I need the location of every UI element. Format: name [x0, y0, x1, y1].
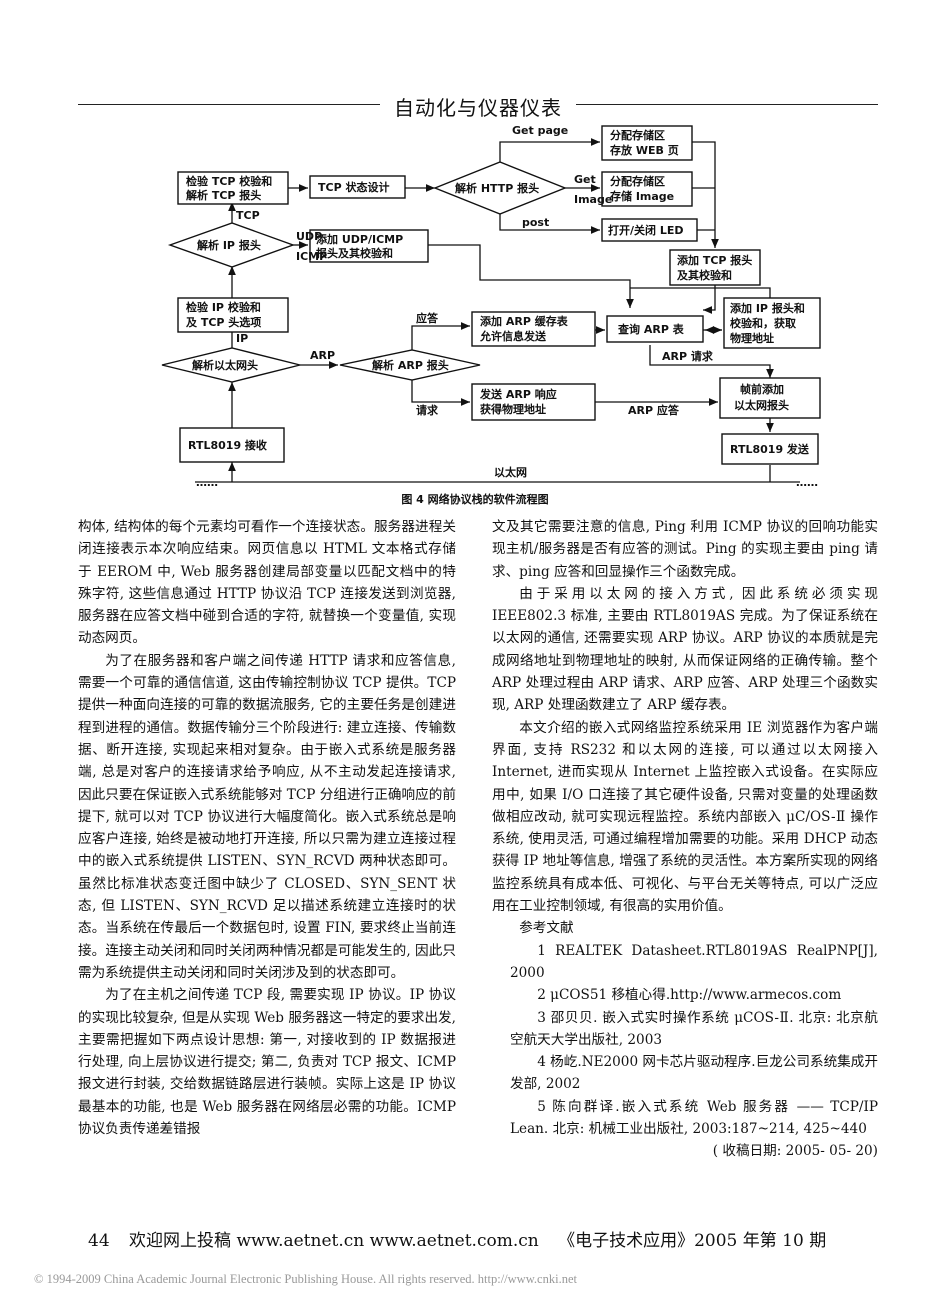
edge-label-arp: ARP: [310, 349, 335, 362]
led-label: 打开/关闭 LED: [608, 223, 684, 237]
copyright-notice: © 1994-2009 China Academic Journal Elect…: [34, 1272, 577, 1286]
left-column: 构体, 结构体的每个元素均可看作一个连接状态。服务器进程关闭连接表示本次响应结束…: [78, 516, 456, 1140]
edge-label-ethernet: 以太网: [494, 465, 527, 479]
parse-http-diamond: [433, 161, 567, 215]
add-udp-label-2: 报头及其校验和: [316, 246, 393, 260]
edge-label-dots-left: ……: [196, 476, 218, 489]
parse-http-label: 解析 HTTP 报头: [455, 181, 539, 195]
add-ethernet-label-1: 帧前添加: [740, 382, 784, 396]
left-paragraph-3: 为了在主机之间传递 TCP 段, 需要实现 IP 协议。IP 协议的实现比较复杂…: [78, 987, 456, 1138]
add-ethernet-label-2: 以太网报头: [734, 398, 789, 412]
edge-label-arp-answer: ARP 应答: [628, 403, 680, 417]
reference-item: 1 REALTEK Datasheet.RTL8019AS RealPNP[J]…: [510, 942, 878, 981]
running-header: 自动化与仪器仪表: [78, 92, 878, 120]
send-arp-box: [471, 383, 596, 421]
add-ip-label-2: 校验和，获取: [730, 316, 796, 330]
reference-item: 4 杨屹.NE2000 网卡芯片驱动程序.巨龙公司系统集成开发部, 2002: [510, 1054, 878, 1093]
check-ip-box: [177, 297, 289, 333]
alloc-image-box: [601, 171, 693, 207]
alloc-image-label-2: 存储 Image: [610, 189, 674, 203]
send-arp-label-2: 获得物理地址: [480, 402, 546, 416]
tcp-state-label: TCP 状态设计: [318, 180, 389, 194]
add-udp-label-1: 添加 UDP/ICMP: [316, 232, 403, 246]
page-number: 44: [88, 1231, 110, 1251]
check-tcp-box: [177, 171, 289, 205]
add-arp-cache-label-1: 添加 ARP 缓存表: [480, 314, 569, 328]
submission-links: 欢迎网上投稿 www.aetnet.cn www.aetnet.com.cn: [129, 1231, 539, 1251]
flowchart-connectors: [195, 138, 800, 483]
edge-label-icmp: ICMP: [296, 250, 327, 263]
alloc-image-label-1: 分配存储区: [610, 174, 665, 188]
check-tcp-label-2: 解析 TCP 报头: [186, 188, 261, 202]
add-tcp-label-1: 添加 TCP 报头: [677, 253, 752, 267]
alloc-web-label-2: 存放 WEB 页: [610, 143, 679, 157]
check-tcp-label-1: 检验 TCP 校验和: [186, 174, 272, 188]
edge-label-get-page: Get page: [512, 124, 568, 137]
add-arp-cache-label-2: 允许信息发送: [479, 329, 547, 343]
tcp-state-box: [309, 175, 406, 199]
query-arp-label: 查询 ARP 表: [618, 322, 685, 336]
add-ip-box: [723, 297, 821, 349]
edge-label-get: Get: [574, 173, 596, 186]
add-tcp-box: [669, 249, 761, 286]
check-ip-label-2: 及 TCP 头选项: [186, 315, 261, 329]
right-paragraph-1: 由于采用以太网的接入方式, 因此系统必须实现 IEEE802.3 标准, 主要由…: [492, 585, 878, 714]
header-rule-right: [576, 104, 878, 105]
led-box: [601, 218, 698, 242]
left-paragraph-1: 构体, 结构体的每个元素均可看作一个连接状态。服务器进程关闭连接表示本次响应结束…: [78, 519, 456, 647]
reference-item: 5 陈向群译.嵌入式系统 Web 服务器 —— TCP/IP Lean. 北京:…: [510, 1098, 878, 1138]
edge-label-answer: 应答: [416, 311, 439, 325]
reference-item: 3 邵贝贝. 嵌入式实时操作系统 μCOS-Ⅱ. 北京: 北京航空航天大学出版社…: [510, 1009, 878, 1048]
journal-issue: 《电子技术应用》2005 年第 10 期: [558, 1231, 827, 1251]
edge-label-tcp: TCP: [236, 209, 260, 222]
add-arp-cache-box: [471, 311, 596, 347]
header-rule-left: [78, 104, 380, 105]
parse-ip-diamond: [167, 222, 296, 268]
alloc-web-box: [601, 125, 693, 161]
edge-label-ip: IP: [236, 332, 248, 345]
rtl8019-rx-box: [179, 427, 285, 463]
left-paragraph-2: 为了在服务器和客户端之间传递 HTTP 请求和应答信息, 需要一个可靠的通信信道…: [78, 652, 456, 981]
references-title: 参考文献: [519, 920, 574, 937]
add-ip-label-3: 物理地址: [730, 331, 774, 345]
edge-label-arp-request: ARP 请求: [662, 349, 714, 363]
parse-ip-label: 解析 IP 报头: [197, 238, 261, 252]
add-ip-label-1: 添加 IP 报头和: [730, 301, 805, 315]
rtl8019-tx-box: [721, 433, 819, 465]
parse-ethernet-diamond: [161, 347, 301, 383]
check-ip-label-1: 检验 IP 校验和: [186, 300, 261, 314]
figure-caption: 图 4 网络协议栈的软件流程图: [401, 493, 549, 506]
add-ethernet-box: [719, 377, 821, 419]
right-paragraph-continuation: 文及其它需要注意的信息, Ping 利用 ICMP 协议的回响功能实现主机/服务…: [492, 519, 878, 580]
rtl8019-rx-label: RTL8019 接收: [188, 438, 267, 452]
reference-item: 2 μCOS51 移植心得.http://www.armecos.com: [537, 987, 842, 1004]
parse-ethernet-label: 解析以太网头: [192, 358, 258, 372]
parse-arp-diamond: [339, 349, 481, 381]
edge-label-post: post: [522, 216, 549, 229]
add-tcp-label-2: 及其校验和: [677, 268, 732, 282]
alloc-web-label-1: 分配存储区: [610, 128, 665, 142]
send-arp-label-1: 发送 ARP 响应: [479, 387, 557, 401]
journal-section-title: 自动化与仪器仪表: [394, 96, 562, 120]
rtl8019-tx-label: RTL8019 发送: [730, 442, 810, 456]
edge-label-request: 请求: [416, 403, 439, 417]
page-footer: 44 欢迎网上投稿 www.aetnet.cn www.aetnet.com.c…: [88, 1226, 840, 1251]
edge-label-dots-right: ……: [796, 476, 818, 489]
edge-label-udp: UDP: [296, 230, 322, 243]
parse-arp-label: 解析 ARP 报头: [372, 358, 449, 372]
query-arp-box: [606, 315, 704, 343]
protocol-flowchart: 检验 TCP 校验和 解析 TCP 报头 TCP 状态设计 解析 HTTP 报头…: [161, 124, 821, 489]
right-paragraph-2: 本文介绍的嵌入式网络监控系统采用 IE 浏览器作为客户端界面, 支持 RS232…: [492, 719, 878, 915]
received-date: ( 收稿日期: 2005- 05- 20): [712, 1143, 878, 1160]
right-column: 文及其它需要注意的信息, Ping 利用 ICMP 协议的回响功能实现主机/服务…: [492, 516, 878, 1163]
add-udp-box: [309, 229, 429, 263]
edge-label-image: Image: [574, 193, 612, 206]
